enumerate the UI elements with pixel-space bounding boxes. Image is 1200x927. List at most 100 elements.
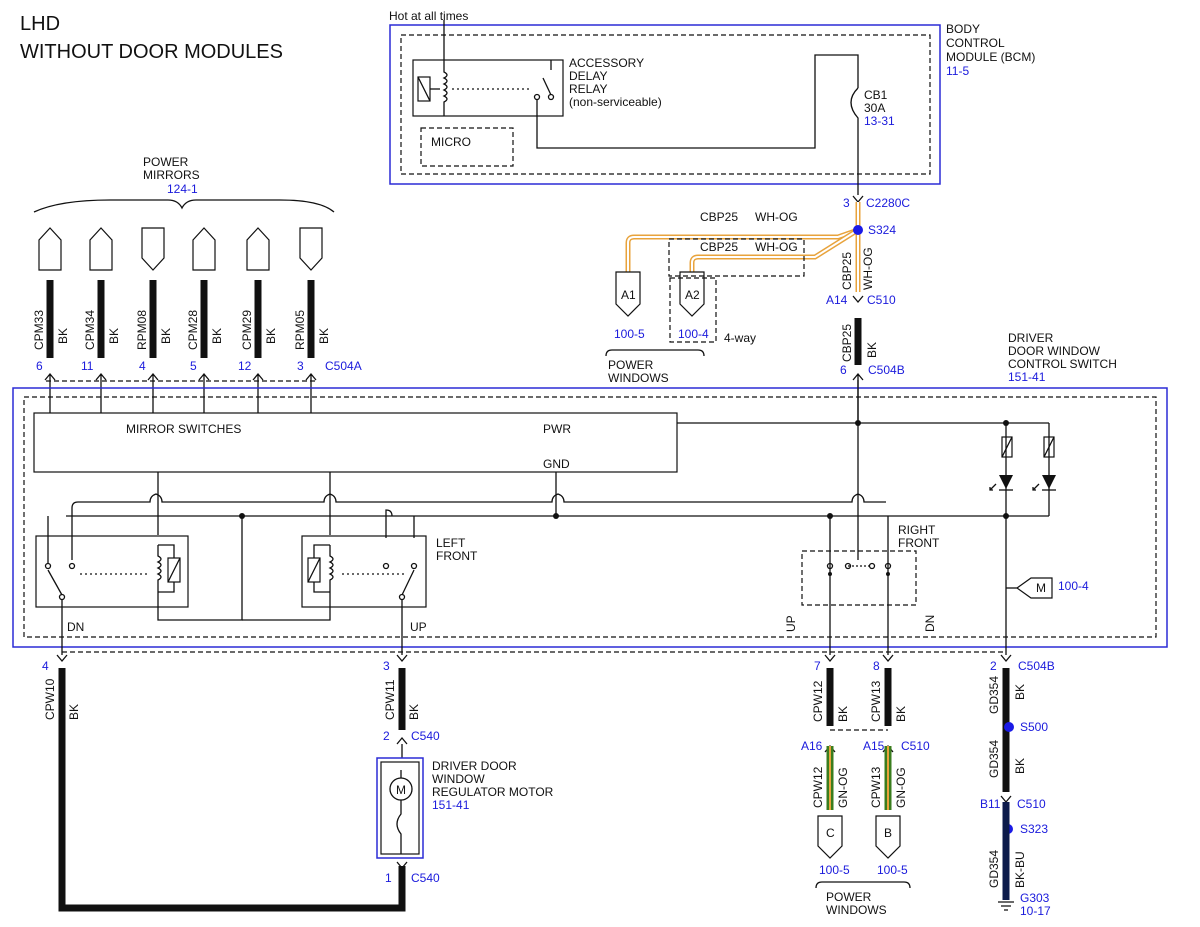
cpw13-label-a: CPW13 (869, 680, 883, 722)
cpw10-bk: BK (67, 704, 81, 720)
pm-label-1: POWER (143, 155, 189, 169)
motor-label-3: REGULATOR MOTOR (432, 785, 554, 799)
gd354-label-3: GD354 (987, 850, 1001, 888)
four-way: 4-way (724, 331, 756, 345)
a16-label: A16 (801, 739, 823, 753)
wh-og-vert: WH-OG (861, 247, 875, 290)
up-right: UP (784, 615, 798, 632)
gn-og-wires (826, 746, 892, 810)
cpw12-label-b: CPW12 (811, 766, 825, 808)
cpw11-bk: BK (407, 704, 421, 720)
switch-internal-wiring (66, 380, 1050, 621)
mirror-connector-shape (192, 227, 216, 271)
dws-label-2: DOOR WINDOW (1008, 344, 1101, 358)
bcm-label-3: MODULE (BCM) (946, 50, 1035, 64)
c2280c-connector (852, 195, 864, 204)
micro-label: MICRO (431, 135, 471, 149)
gnd-label: GND (543, 457, 570, 471)
wh-og-label-a: WH-OG (755, 210, 798, 224)
pin-1-c540: 1 (385, 871, 392, 885)
pwr-label: PWR (543, 422, 571, 436)
gd354-bkbu: BK-BU (1013, 851, 1027, 888)
b11-label: B11 (980, 797, 1001, 811)
pm-label-2: MIRRORS (143, 168, 200, 182)
mirror-circuit-label: RPM08 (135, 310, 149, 350)
cpw12-13-bk-wires (826, 668, 892, 726)
mirror-color-label: BK (317, 328, 331, 344)
cb1-breaker (850, 87, 859, 195)
pw-bottom-1: POWER (826, 890, 872, 904)
a2-ref: 100-4 (678, 327, 709, 341)
mirror-color-label: BK (210, 328, 224, 344)
b-connector (875, 815, 901, 859)
pin-4: 4 (42, 659, 49, 673)
bcm-outline (389, 24, 941, 185)
bcm-ref: 11-5 (946, 64, 969, 78)
dws-label-1: DRIVER (1008, 331, 1054, 345)
cbp25-bk: BK (865, 342, 879, 358)
cbp25-label-b: CBP25 (700, 240, 738, 254)
cb1-amps: 30A (864, 101, 885, 115)
a1-ref: 100-5 (614, 327, 645, 341)
dws-inner (23, 396, 1157, 638)
ground-symbol (998, 901, 1014, 911)
mirror-switches-label: MIRROR SWITCHES (126, 422, 241, 436)
pin2-c504b-connector (1000, 654, 1012, 663)
mirror-pin-number: 5 (190, 359, 197, 373)
pin-2-c540: 2 (383, 729, 390, 743)
mirror-pin-number: 12 (238, 359, 252, 373)
mirror-color-label: BK (159, 328, 173, 344)
b-label: B (884, 826, 892, 840)
bcm-inner (400, 34, 931, 175)
mirror-connector-shape (246, 227, 270, 271)
mirror-connector-pin (198, 372, 210, 413)
relay-label-3: RELAY (569, 82, 607, 96)
c510-top-connector (852, 295, 864, 304)
pw-top-1: POWER (608, 358, 654, 372)
pin-7: 7 (814, 659, 821, 673)
dws-outline (12, 387, 1168, 648)
pin-2-c504b: 2 (990, 659, 997, 673)
cbp25-vert-2: CBP25 (840, 324, 854, 362)
up-relay-contacts (307, 544, 418, 655)
c510-bottom-label: C510 (901, 739, 930, 753)
cpw13-bk: BK (894, 706, 908, 722)
m-connector (1015, 577, 1053, 599)
right-front-switch (801, 550, 917, 606)
bcm-label-2: CONTROL (946, 36, 1005, 50)
b-ref: 100-5 (877, 863, 908, 877)
m-ref: 100-4 (1058, 579, 1089, 593)
relay-label-1: ACCESSORY (569, 56, 644, 70)
c504b-bottom: C504B (1018, 659, 1055, 673)
gd354-label-2: GD354 (987, 740, 1001, 778)
cbp25-vert-1: CBP25 (840, 252, 854, 290)
cpw12-gnog: GN-OG (836, 767, 850, 808)
g303-ref: 10-17 (1020, 904, 1051, 918)
left-front-contacts (44, 516, 181, 655)
mirror-color-label: BK (264, 328, 278, 344)
mirror-circuit-label: CPM34 (83, 310, 97, 350)
motor-label-1: DRIVER DOOR (432, 759, 517, 773)
mirror-pin-number: 6 (36, 359, 43, 373)
mirror-circuit-label: CPM29 (240, 310, 254, 350)
title-lhd: LHD (20, 13, 60, 35)
mirror-connector-shape (299, 227, 323, 271)
c-label: C (826, 826, 835, 840)
c-ref: 100-5 (819, 863, 850, 877)
a2-dash (669, 277, 717, 343)
mirror-color-label: BK (107, 328, 121, 344)
motor-wiring (396, 770, 402, 854)
left-front-relay (35, 535, 189, 608)
c504b-top: C504B (868, 363, 905, 377)
b11-connector (1000, 795, 1012, 804)
c540-bottom-label: C540 (411, 871, 440, 885)
relay-label-2: DELAY (569, 69, 607, 83)
cb1-ref: 13-31 (864, 114, 895, 128)
mirror-connector-pin (147, 372, 159, 413)
dn-left: DN (67, 620, 84, 634)
